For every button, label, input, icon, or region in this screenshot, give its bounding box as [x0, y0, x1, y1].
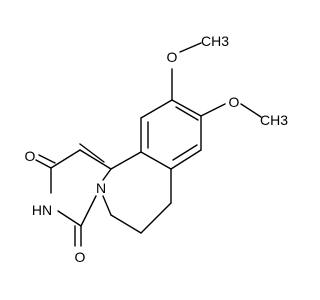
- bond: [172, 144, 198, 161]
- bond: [110, 214, 142, 234]
- atom-labels: O HN O N O CH3 O CH3: [25, 33, 289, 265]
- bond: [50, 149, 81, 169]
- methoxy-oxygen-lower: O: [229, 94, 240, 110]
- bond: [79, 143, 105, 163]
- methyl-lower: CH3: [260, 112, 288, 128]
- methoxy-oxygen-upper: O: [167, 49, 178, 65]
- ring-nitrogen: N: [96, 180, 106, 196]
- bond: [175, 106, 199, 121]
- bond: [38, 154, 56, 164]
- bonds: [35, 42, 262, 247]
- bond: [110, 151, 142, 170]
- bond: [102, 168, 112, 181]
- carbonyl-oxygen-bottom: O: [75, 249, 86, 265]
- bond: [140, 99, 173, 119]
- bond: [35, 159, 52, 169]
- bond: [170, 149, 202, 170]
- methyl-upper: CH3: [201, 33, 229, 49]
- nh-label: HN: [32, 202, 52, 218]
- bond: [80, 195, 97, 227]
- bond: [102, 195, 112, 216]
- bond: [171, 99, 202, 117]
- bond: [179, 42, 202, 53]
- bond: [240, 103, 262, 118]
- bond: [200, 103, 226, 117]
- bond: [57, 210, 82, 227]
- bond: [79, 149, 112, 170]
- bond: [140, 202, 172, 234]
- bond: [140, 151, 172, 170]
- structure-diagram: O HN O N O CH3 O CH3: [25, 33, 289, 265]
- carbonyl-oxygen-top: O: [25, 148, 36, 164]
- molecule-canvas: O HN O N O CH3 O CH3: [24, 33, 289, 265]
